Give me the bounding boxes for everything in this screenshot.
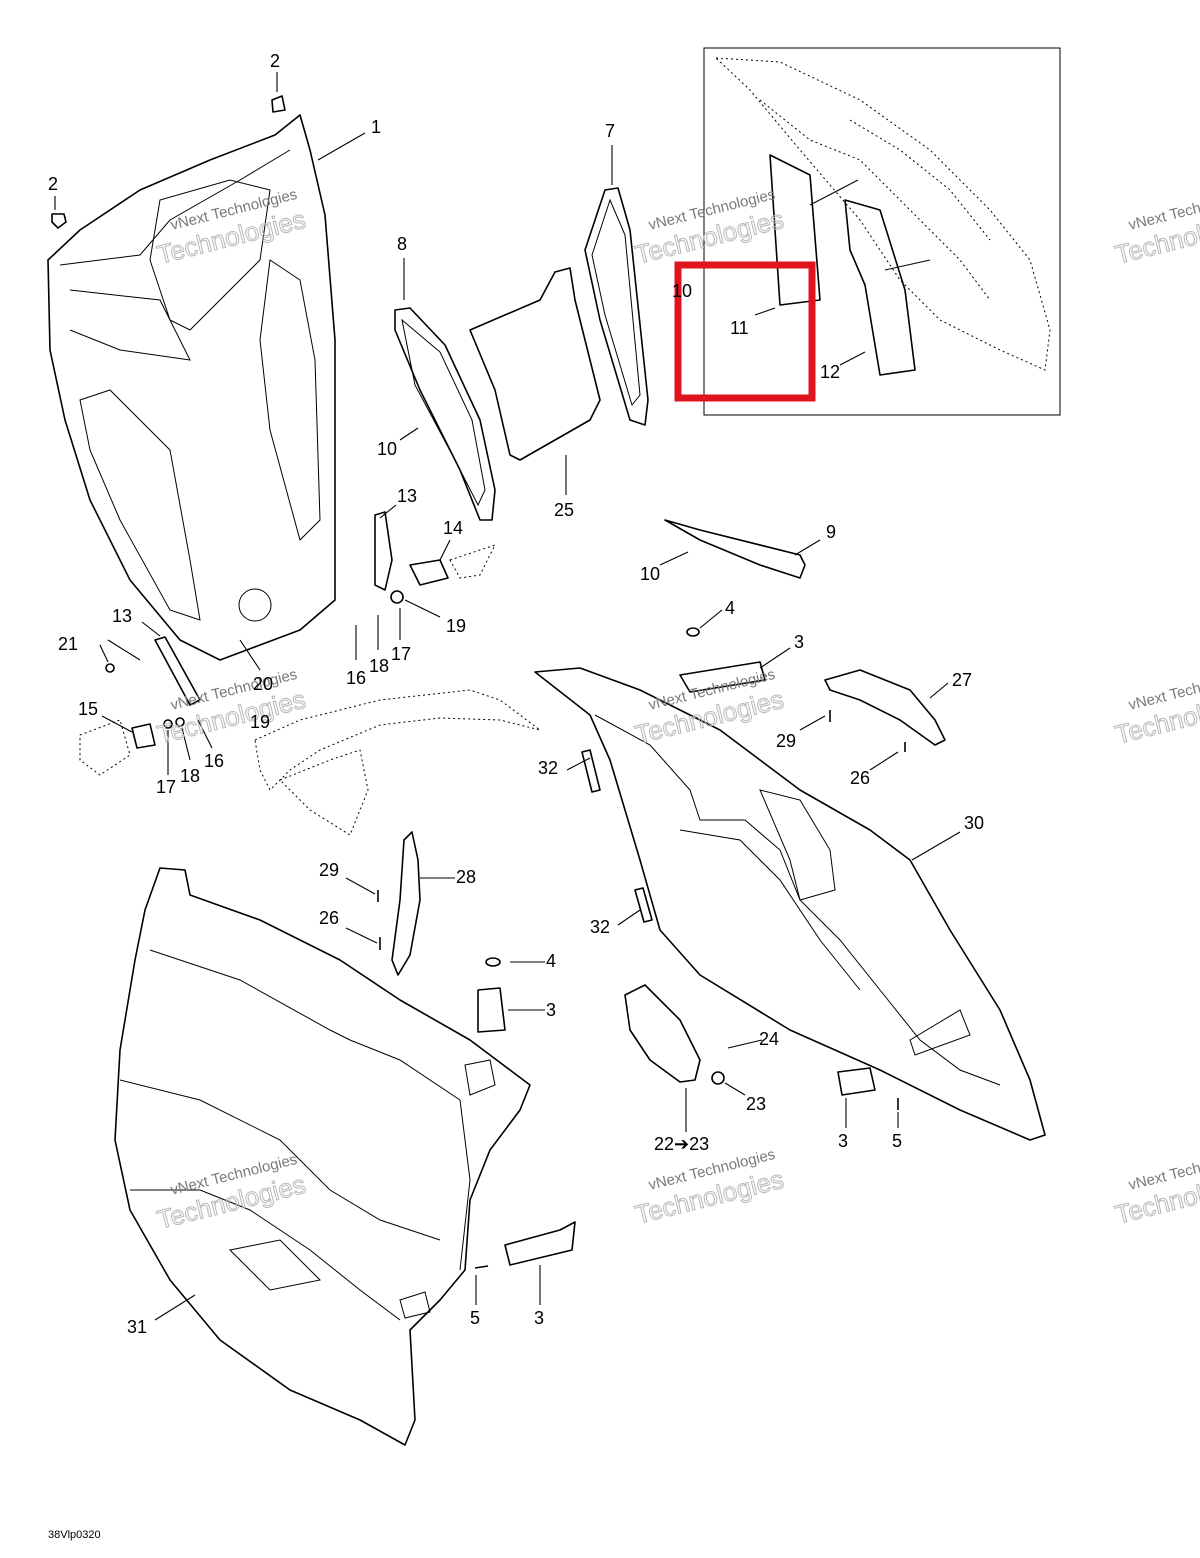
callout-2: 2 bbox=[48, 174, 58, 194]
callout-3: 3 bbox=[794, 632, 804, 652]
callout-13: 13 bbox=[112, 606, 132, 626]
callout-29: 29 bbox=[776, 731, 796, 751]
callout-22-23: 22➔23 bbox=[654, 1134, 709, 1154]
part-7-vent-frame bbox=[584, 187, 649, 426]
callout-9: 9 bbox=[826, 522, 836, 542]
callout-20: 20 bbox=[253, 674, 273, 694]
callout-12: 12 bbox=[820, 362, 840, 382]
callout-18: 18 bbox=[369, 656, 389, 676]
callout-7: 7 bbox=[605, 121, 615, 141]
leader-lines bbox=[54, 72, 961, 1321]
part-9-trim bbox=[664, 519, 806, 579]
callout-19: 19 bbox=[250, 712, 270, 732]
callout-23: 23 bbox=[746, 1094, 766, 1114]
callout-27: 27 bbox=[952, 670, 972, 690]
inset-detail bbox=[703, 47, 1061, 416]
callout-3: 3 bbox=[838, 1131, 848, 1151]
part-3-pad-right bbox=[837, 1067, 876, 1096]
callout-26: 26 bbox=[850, 768, 870, 788]
callout-32: 32 bbox=[590, 917, 610, 937]
part-25-vent-screen bbox=[469, 267, 601, 461]
callout-15: 15 bbox=[78, 699, 98, 719]
part-4-plug-top bbox=[686, 627, 700, 637]
callout-30: 30 bbox=[964, 813, 984, 833]
callout-4: 4 bbox=[546, 951, 556, 971]
callout-17: 17 bbox=[156, 777, 176, 797]
part-3-pad-top bbox=[679, 661, 766, 693]
inset-part-12 bbox=[844, 199, 916, 376]
callout-28: 28 bbox=[456, 867, 476, 887]
callout-5: 5 bbox=[470, 1308, 480, 1328]
clip-part-2-left bbox=[51, 213, 67, 229]
callout-4: 4 bbox=[725, 598, 735, 618]
callout-3: 3 bbox=[534, 1308, 544, 1328]
inset-frame bbox=[703, 47, 1061, 416]
part-23-nut bbox=[711, 1071, 725, 1085]
part-28-trim bbox=[391, 831, 421, 976]
callout-10: 10 bbox=[640, 564, 660, 584]
callout-labels: 2 1 2 7 8 10 11 12 10 13 25 14 9 10 4 19… bbox=[48, 51, 984, 1337]
inset-part-11 bbox=[769, 154, 821, 306]
part-32-strip-bottom bbox=[634, 887, 653, 923]
callout-11: 11 bbox=[730, 318, 749, 338]
callout-10: 10 bbox=[377, 439, 397, 459]
callout-21: 21 bbox=[58, 634, 78, 654]
part-27-trim bbox=[824, 669, 946, 746]
callout-24: 24 bbox=[759, 1029, 779, 1049]
dashed-trim bbox=[254, 689, 541, 791]
part-32-strip-top bbox=[581, 749, 601, 793]
part-13-bracket bbox=[374, 511, 393, 591]
callout-31: 31 bbox=[127, 1317, 147, 1337]
callout-5: 5 bbox=[892, 1131, 902, 1151]
callout-8: 8 bbox=[397, 234, 407, 254]
part-30-side-panel bbox=[534, 667, 1046, 1141]
callout-14: 14 bbox=[443, 518, 463, 538]
part-19-washer bbox=[390, 590, 404, 604]
callout-17: 17 bbox=[391, 644, 411, 664]
part-3-pad-bottom bbox=[504, 1221, 576, 1266]
part-1-hood bbox=[47, 114, 336, 661]
callout-2: 2 bbox=[270, 51, 280, 71]
callout-10: 10 bbox=[672, 281, 692, 301]
callout-18: 18 bbox=[180, 766, 200, 786]
callout-1: 1 bbox=[371, 117, 381, 137]
callout-32: 32 bbox=[538, 758, 558, 778]
reference-code: 38Vlp0320 bbox=[48, 1529, 101, 1541]
part-22-bracket bbox=[624, 984, 701, 1083]
callout-29: 29 bbox=[319, 860, 339, 880]
callout-19: 19 bbox=[446, 616, 466, 636]
part-31-lower-panel bbox=[114, 867, 531, 1446]
callout-26: 26 bbox=[319, 908, 339, 928]
part-3-pad-middle bbox=[477, 987, 506, 1033]
part-21-nut bbox=[105, 663, 115, 673]
callout-13: 13 bbox=[397, 486, 417, 506]
highlight-box bbox=[674, 261, 816, 402]
part-13-left-bracket bbox=[154, 636, 201, 706]
inset-hood-outline bbox=[714, 57, 1051, 371]
callout-16: 16 bbox=[346, 668, 366, 688]
part-14-latch bbox=[409, 559, 449, 586]
callout-16: 16 bbox=[204, 751, 224, 771]
callout-25: 25 bbox=[554, 500, 574, 520]
clip-part-2-top bbox=[271, 95, 286, 113]
part-4-plug-middle bbox=[485, 957, 501, 967]
part-15-latch bbox=[131, 723, 156, 749]
callout-3: 3 bbox=[546, 1000, 556, 1020]
